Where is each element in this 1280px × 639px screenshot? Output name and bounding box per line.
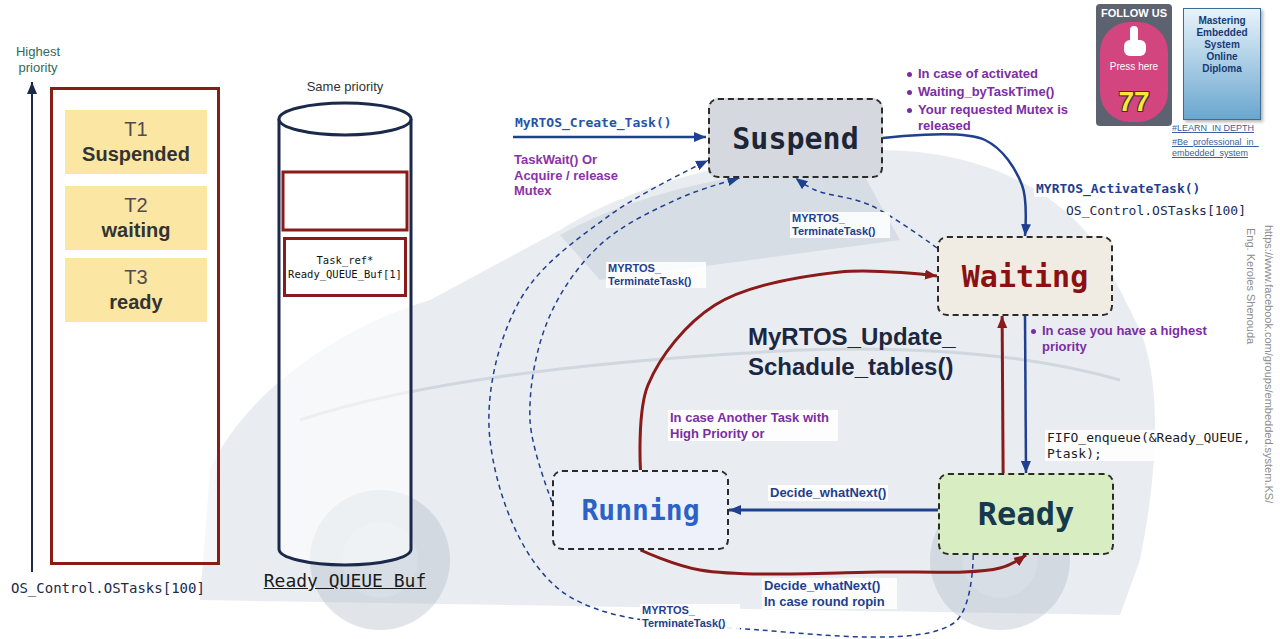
priority-axis-arrow: [31, 82, 33, 572]
state-transition: [530, 178, 740, 502]
button-text: Press here: [1096, 61, 1172, 72]
queue-slot: Task_ref* Ready_QUEUE_Buf[1]: [283, 237, 407, 297]
bullet-note: In case of activated: [918, 66, 1088, 82]
watermark: Eng. Keroles Shenouda: [1244, 228, 1257, 344]
edge-label: FIFO_enqueue(&Ready_QUEUE, Ptask);: [1045, 430, 1255, 461]
function-title: MyRTOS_Update_ Schadule_tables(): [748, 322, 988, 382]
empty-queue-slot: [283, 172, 407, 230]
axis-label: Highest priority: [6, 44, 70, 75]
task-id: T2: [124, 193, 147, 217]
function-call: MyRTOS_Create_Task(): [515, 115, 707, 131]
watermark: https://www.facebook.com/groups/embedded…: [1262, 225, 1275, 503]
follow-text: FOLLOW US: [1096, 7, 1172, 19]
state-transition: [489, 160, 973, 637]
edge-label: Decide_whatNext() In case round ropin: [762, 578, 897, 609]
state-name: Suspend: [732, 121, 858, 156]
queue-cylinder: Same priorityReady QUEUE BufTask_ref* Re…: [277, 103, 413, 565]
task-state: Suspended: [82, 141, 190, 167]
course-book: Mastering Embedded System Online Diploma: [1183, 8, 1261, 120]
state-box: Suspend: [708, 98, 883, 178]
state-box: Waiting: [937, 236, 1113, 316]
state-transition: [1025, 316, 1026, 473]
task-entry: T1Suspended: [65, 110, 207, 174]
book-title: Mastering Embedded System Online Diploma: [1188, 15, 1256, 75]
table-name: OS_Control.OSTasks[100]: [1066, 203, 1261, 219]
task-state: waiting: [102, 217, 171, 243]
edge-label: In case Another Task with High Priority …: [668, 410, 838, 441]
queue-heading: Same priority: [277, 79, 413, 94]
table-name: OS_Control.OSTasks[100]: [11, 580, 205, 596]
counter-number: 77: [1096, 86, 1172, 118]
slot-text: Task_ref* Ready_QUEUE_Buf[1]: [288, 253, 402, 281]
create-task-arrow: [513, 136, 706, 139]
state-name: Running: [581, 494, 699, 527]
cylinder-top: [279, 103, 411, 135]
task-state: ready: [109, 289, 162, 315]
hand-palm: [1124, 40, 1146, 56]
state-name: Waiting: [962, 259, 1088, 294]
bullet-note: Waiting_byTaskTime(): [918, 84, 1088, 100]
edge-label: MYRTOS_ TerminateTask(): [640, 604, 740, 630]
state-box: Running: [552, 470, 729, 550]
edge-label: MYRTOS_ TerminateTask(): [606, 262, 706, 288]
follow-button: FOLLOW US Press here 77: [1096, 4, 1172, 126]
state-transition: [729, 508, 938, 511]
hashtag: #Be_professional_in_ embedded_system: [1172, 137, 1276, 159]
cylinder-body: [279, 119, 411, 565]
edge-label: Decide_whatNext(): [768, 485, 888, 501]
state-box: Ready: [938, 473, 1114, 555]
cylinder-outline: [277, 103, 413, 565]
task-id: T3: [124, 265, 147, 289]
state-transition: [1002, 316, 1003, 473]
state-transition: [883, 134, 1026, 236]
task-table: OS_Control.OSTasks[100]T1SuspendedT2wait…: [50, 87, 220, 565]
hashtag: #LEARN_IN DEPTH: [1172, 123, 1276, 134]
bullet-note: In case you have a highest priority: [1042, 323, 1217, 354]
edge-label: MYRTOS_ActivateTask(): [1034, 181, 1202, 197]
task-entry: T3ready: [65, 258, 207, 322]
task-entry: T2waiting: [65, 186, 207, 250]
state-name: Ready: [978, 495, 1074, 533]
edge-label: MYRTOS_ TerminateTask(): [790, 212, 890, 238]
task-id: T1: [124, 117, 147, 141]
connector-group: [489, 134, 1026, 637]
transition-note: TaskWait() Or Acquire / release Mutex: [512, 152, 624, 199]
queue-name: Ready QUEUE Buf: [253, 570, 437, 591]
bullet-note: Your requested Mutex is released: [918, 102, 1083, 133]
